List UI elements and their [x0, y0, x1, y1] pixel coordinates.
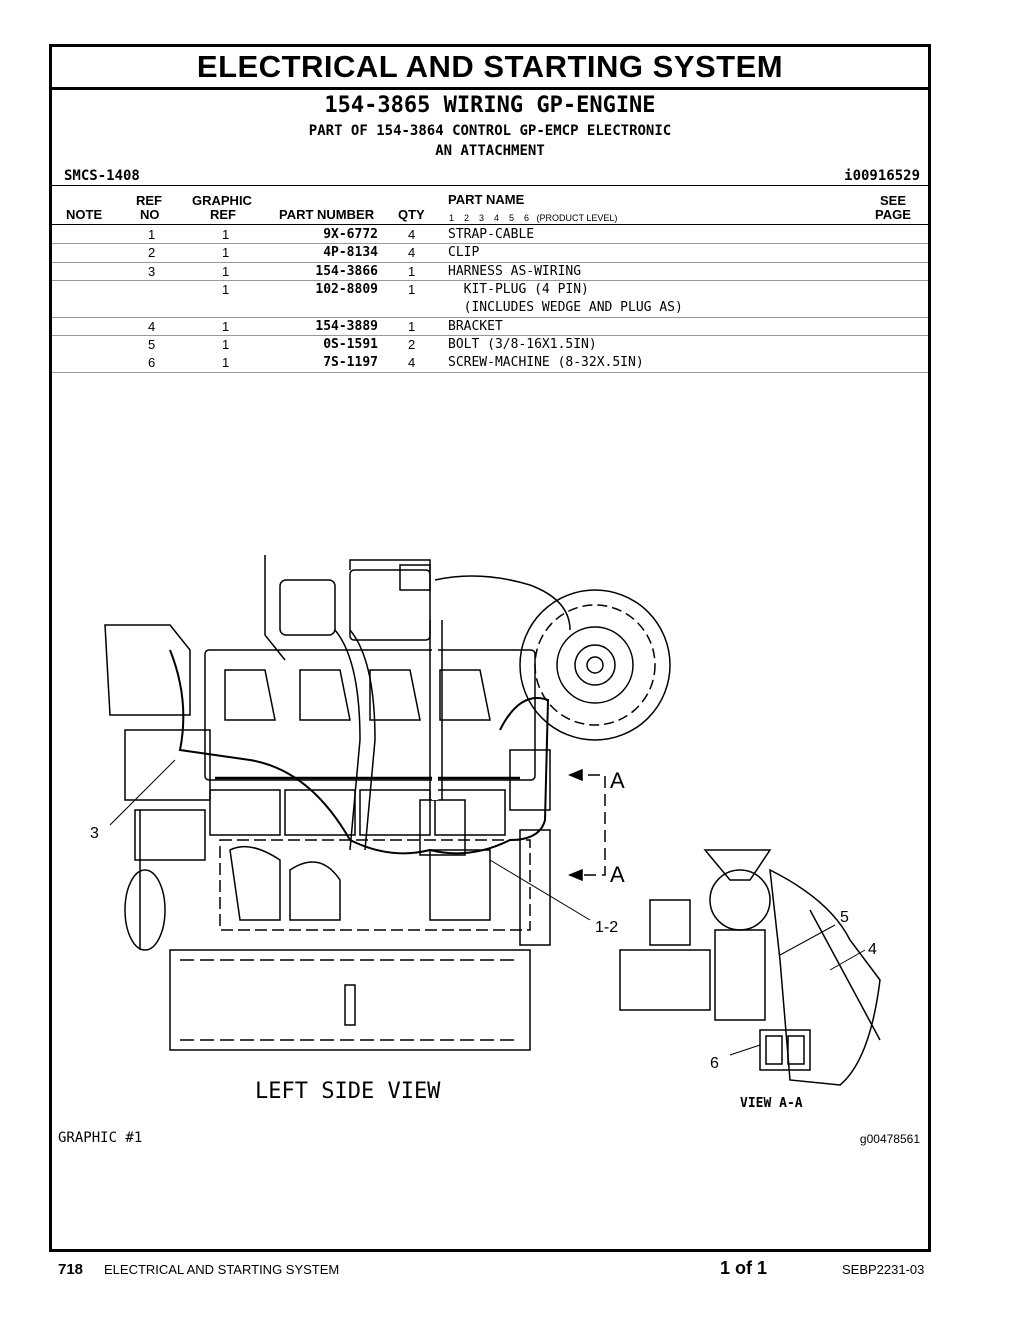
table-row: 3 1 154-3866 1 HARNESS AS-WIRING — [52, 262, 928, 280]
cell-graphic: 1 — [222, 355, 230, 371]
cell-ref: 1 — [148, 227, 156, 242]
cell-qty: 4 — [408, 227, 416, 242]
footer-doc-id: SEBP2231-03 — [842, 1262, 925, 1277]
col-graphic-bottom: REF — [210, 207, 236, 222]
col-ref-bottom: NO — [140, 207, 160, 222]
cell-ref: 5 — [148, 336, 156, 352]
col-ref-top: REF — [136, 193, 162, 208]
cell-part-name: (INCLUDES WEDGE AND PLUG AS) — [448, 300, 683, 316]
cell-part-number: 0S-1591 — [323, 336, 378, 352]
cell-qty: 4 — [408, 355, 416, 371]
table-row: 2 1 4P-8134 4 CLIP — [52, 243, 928, 261]
cell-part-name: SCREW-MACHINE (8-32X.5IN) — [448, 355, 644, 371]
section-marker-graphic — [568, 768, 606, 882]
turbo-graphic — [264, 555, 571, 661]
oil-pan-graphic — [169, 949, 531, 1051]
table-row: 1 102-8809 1 KIT-PLUG (4 PIN) — [52, 280, 928, 298]
group-title: 154-3865 WIRING GP-ENGINE — [324, 93, 656, 118]
col-graphic-top: GRAPHIC — [192, 193, 252, 208]
footer-page-of: 1 of 1 — [720, 1258, 768, 1278]
cell-qty: 1 — [408, 281, 416, 297]
col-see-top: SEE — [880, 193, 907, 208]
row-divider — [52, 243, 928, 245]
col-product-level: 1 2 3 4 5 6 (PRODUCT LEVEL) — [449, 213, 618, 223]
callout-3: 3 — [90, 825, 99, 842]
section-letter-a-bottom: A — [610, 862, 625, 887]
illustration-id: i00916529 — [844, 168, 920, 184]
cell-qty: 1 — [408, 263, 416, 279]
cell-part-number: 102-8809 — [315, 281, 378, 297]
cell-part-number: 9X-6772 — [323, 227, 378, 242]
section-title: ELECTRICAL AND STARTING SYSTEM — [52, 47, 928, 90]
col-see-bottom: PAGE — [875, 207, 911, 222]
cell-graphic: 1 — [222, 281, 230, 297]
table-header-divider — [52, 224, 928, 225]
graphic-label: GRAPHIC #1 — [58, 1130, 143, 1146]
cell-graphic: 1 — [222, 336, 230, 352]
cell-part-name: KIT-PLUG (4 PIN) — [448, 281, 589, 297]
row-divider — [52, 261, 928, 263]
col-part-name: PART NAME — [448, 192, 525, 207]
smcs-code: SMCS-1408 — [64, 168, 140, 184]
cell-part-number: 4P-8134 — [323, 245, 378, 261]
cell-part-name: STRAP-CABLE — [448, 227, 535, 242]
col-part-number: PART NUMBER — [279, 207, 375, 222]
table-row: 4 1 154-3889 1 BRACKET — [52, 317, 928, 335]
cell-part-number: 154-3866 — [315, 263, 378, 279]
cell-part-name: CLIP — [448, 245, 480, 261]
part-of-line: PART OF 154-3864 CONTROL GP-EMCP ELECTRO… — [308, 123, 672, 139]
cell-ref: 2 — [148, 245, 156, 261]
cell-graphic: 1 — [222, 263, 230, 279]
footer-page-number: 718 — [58, 1261, 84, 1278]
cell-qty: 1 — [408, 318, 416, 334]
callout-5: 5 — [840, 909, 849, 926]
footer-section: ELECTRICAL AND STARTING SYSTEM — [104, 1262, 340, 1277]
cell-qty: 4 — [408, 245, 416, 261]
left-side-view-label: LEFT SIDE VIEW — [255, 1079, 441, 1104]
cell-ref: 6 — [148, 355, 156, 371]
cell-part-name: BRACKET — [448, 318, 503, 334]
row-divider — [52, 316, 928, 318]
cell-part-number: 7S-1197 — [323, 355, 378, 371]
callout-6: 6 — [710, 1055, 719, 1072]
page-frame: ELECTRICAL AND STARTING SYSTEM 154-3865 … — [49, 44, 931, 1252]
flywheel-graphic — [519, 589, 671, 741]
table-row: 1 1 9X-6772 4 STRAP-CABLE — [52, 225, 928, 243]
cell-ref: 4 — [148, 318, 156, 334]
engine-block-graphic — [204, 620, 536, 931]
front-housing-graphic — [104, 624, 551, 951]
cell-part-number: 154-3889 — [315, 318, 378, 334]
cell-part-name: BOLT (3/8-16X1.5IN) — [448, 336, 597, 352]
cell-qty: 2 — [408, 336, 416, 352]
table-row: (INCLUDES WEDGE AND PLUG AS) — [52, 298, 928, 316]
cell-ref: 3 — [148, 263, 156, 279]
graphic-id: g00478561 — [859, 1132, 920, 1146]
table-bottom-divider — [52, 372, 928, 374]
row-divider — [52, 279, 928, 281]
callout-4: 4 — [868, 941, 877, 958]
row-divider — [52, 334, 928, 336]
view-aa-label: VIEW A-A — [740, 1096, 803, 1111]
section-letter-a-top: A — [610, 768, 625, 793]
table-row: 5 1 0S-1591 2 BOLT (3/8-16X1.5IN) — [52, 335, 928, 353]
header-divider — [52, 185, 928, 186]
table-row: 6 1 7S-1197 4 SCREW-MACHINE (8-32X.5IN) — [52, 353, 928, 371]
engine-drawing: A A 3 1-2 5 4 6 LEFT SIDE VIEW VIEW A-A — [90, 555, 881, 1111]
col-qty: QTY — [398, 207, 425, 222]
cell-graphic: 1 — [222, 245, 230, 261]
attachment-line: AN ATTACHMENT — [435, 143, 545, 159]
cell-graphic: 1 — [222, 227, 230, 242]
cell-part-name: HARNESS AS-WIRING — [448, 263, 582, 279]
wiring-harness-graphic — [169, 649, 550, 855]
col-note: NOTE — [66, 207, 103, 222]
view-aa-detail-graphic — [619, 849, 881, 1086]
cell-graphic: 1 — [222, 318, 230, 334]
callout-1-2: 1-2 — [595, 919, 618, 936]
